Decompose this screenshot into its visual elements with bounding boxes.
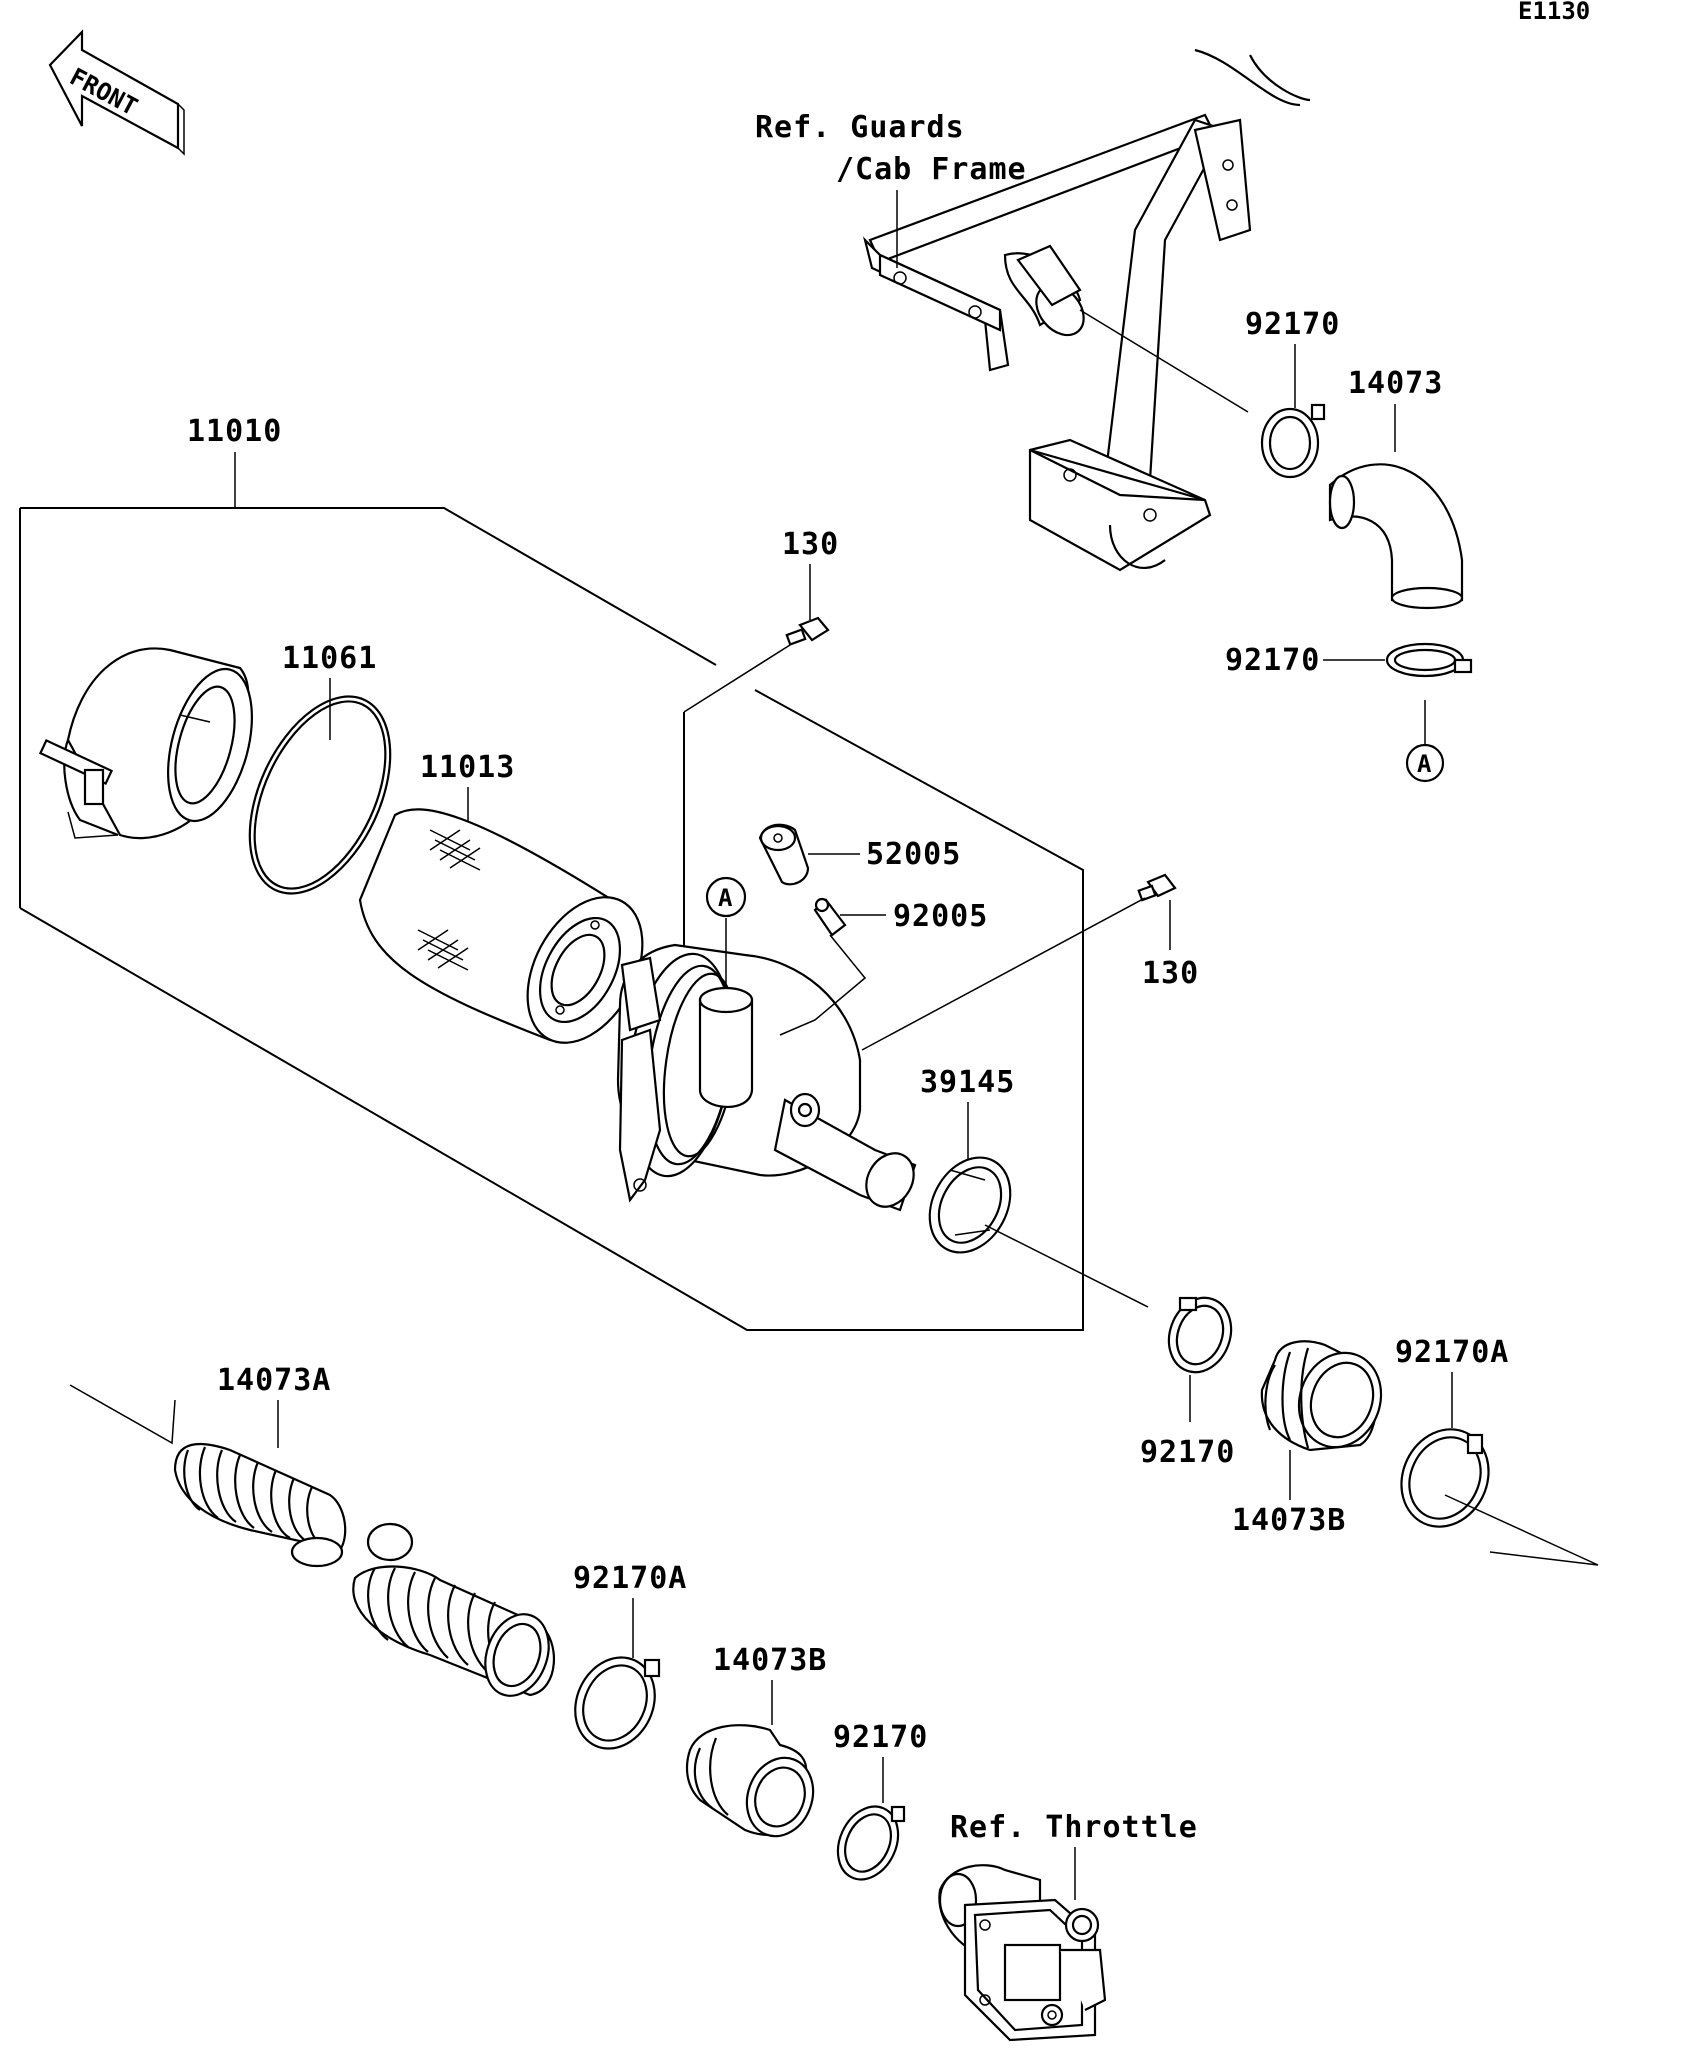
bolt-icon [1137,873,1177,902]
label-92170A-right: 92170A [1395,1335,1509,1370]
front-arrow-icon: FRONT [48,29,185,156]
label-14073B-right: 14073B [1232,1503,1346,1538]
grease-fitting-icon [813,897,847,937]
hose-clamp-icon [1400,1428,1490,1528]
elbow-hose-icon [1328,463,1464,610]
callout-a-housing: A [705,876,747,918]
cab-frame-illustration [862,48,1311,572]
label-130-top: 130 [782,527,839,562]
label-92170-top: 92170 [1245,307,1340,342]
rubber-boot-icon [1260,1340,1383,1452]
air-cleaner-housing-icon [616,943,917,1212]
label-14073B-bottom: 14073B [713,1643,827,1678]
hose-clamp-icon [1260,403,1326,479]
label-11013: 11013 [420,750,515,785]
hose-clamp-icon [836,1805,906,1881]
label-92005: 92005 [893,899,988,934]
rubber-boot-icon [685,1724,815,1838]
label-14073: 14073 [1348,366,1443,401]
label-11010: 11010 [187,414,282,449]
svg-text:A: A [1417,750,1432,778]
label-92170-bottom: 92170 [833,1720,928,1755]
diagram-code: E1130 [1518,0,1590,25]
ref-guards-line2: /Cab Frame [836,152,1027,187]
label-130-right: 130 [1142,956,1199,991]
precleaner-cover-icon [38,647,253,840]
label-14073A: 14073A [217,1363,331,1398]
throttle-body-icon [938,1864,1107,2042]
svg-text:A: A [718,884,733,912]
label-11061: 11061 [282,641,377,676]
hose-clamp-icon [1385,642,1473,678]
bolt-icon [785,616,830,646]
label-92170-mid: 92170 [1225,643,1320,678]
label-92170-right: 92170 [1140,1435,1235,1470]
cap-plug-icon [758,823,810,886]
label-52005: 52005 [866,837,961,872]
intake-duct-collar-icon [928,1156,1012,1254]
hose-clamp-icon [574,1656,661,1750]
flexible-duct-hose-icon [173,1442,556,1697]
label-92170A-bottom: 92170A [573,1561,687,1596]
o-ring-icon [248,695,392,895]
label-39145: 39145 [920,1065,1015,1100]
callout-a-top-right: A [1405,743,1445,783]
ref-throttle: Ref. Throttle [950,1810,1198,1845]
ref-guards-line1: Ref. Guards [755,110,965,145]
hose-clamp-icon [1167,1296,1233,1374]
